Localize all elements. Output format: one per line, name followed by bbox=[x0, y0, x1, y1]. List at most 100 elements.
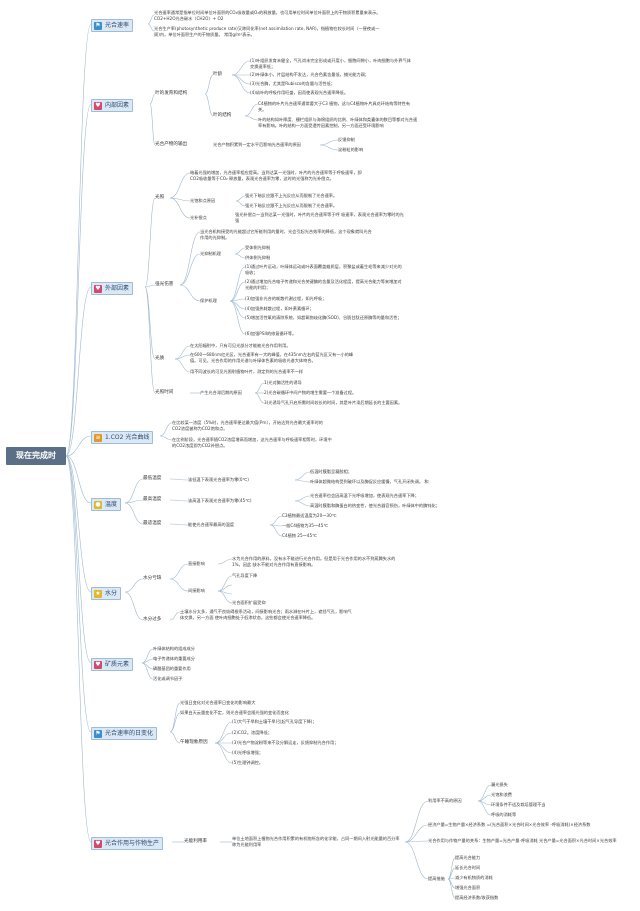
connector bbox=[234, 247, 246, 255]
heart-icon: ♥ bbox=[94, 660, 102, 669]
connector bbox=[254, 382, 265, 394]
root-connector bbox=[65, 103, 92, 457]
connector bbox=[159, 422, 173, 437]
temp-min-2: 叶绿体超微结构受到破坏以及酶促反应缓慢，气孔开闭失调。 和 bbox=[310, 479, 429, 484]
category-external[interactable]: ♥ 外部因素 bbox=[91, 282, 134, 295]
temp-max-2: 光合速率也会因高温下光呼吸增加，使表观光合速率下降； bbox=[310, 493, 419, 498]
category-label: 光合作用与作物生产 bbox=[105, 840, 160, 847]
category-label: 光合速率的日变化 bbox=[105, 730, 154, 737]
production-efficiency: 光能利用率 bbox=[184, 839, 207, 844]
output-reason-1: 反馈抑制 bbox=[338, 137, 355, 142]
mineral-4: 活化或调节因子 bbox=[153, 676, 183, 681]
connector bbox=[319, 139, 339, 146]
category-mineral[interactable]: ♥ 矿质元素 bbox=[91, 658, 134, 671]
connector bbox=[214, 742, 233, 764]
connector bbox=[149, 103, 156, 146]
flag-icon: ⚑ bbox=[94, 729, 102, 738]
heart-icon: ♥ bbox=[94, 101, 102, 110]
category-internal[interactable]: ♥ 内部因素 bbox=[91, 99, 134, 112]
rate-nar: 光合生产率(photosynthetic produce rate)又称同化率(… bbox=[154, 26, 380, 37]
category-label: 水分 bbox=[105, 590, 118, 597]
daily-nap-2: (2)CO2。浓度降低； bbox=[232, 730, 272, 735]
protect-5: (5)增加活性氧的清除系统，如超氧物歧化酶(SOD)、谷胱甘肽还原酶等的量和活性… bbox=[245, 315, 402, 320]
connector bbox=[229, 266, 246, 302]
connector bbox=[294, 500, 311, 507]
connector bbox=[214, 732, 233, 744]
internal-leaf-structure: 叶的结构 bbox=[213, 113, 232, 118]
connector bbox=[169, 478, 189, 481]
category-daily[interactable]: ⚑ 光合速率的日变化 bbox=[91, 727, 158, 740]
output-reason-2: 淀粉粒的影响 bbox=[338, 147, 364, 152]
connector bbox=[204, 93, 214, 117]
root-connector bbox=[65, 435, 92, 457]
time-1: 1)光对酶活性的诱导 bbox=[264, 380, 302, 385]
mineral-1: 叶绿体结构的组成成分 bbox=[153, 646, 195, 651]
reason-3: 环境条件不适及栽培管理不当 bbox=[491, 802, 546, 807]
water-direct: 直接影响 bbox=[188, 561, 205, 566]
time-3: 3)光诱导气孔开启所需时间较长的时间，其是叶片滞后期延长的主要因素。 bbox=[264, 400, 403, 405]
connector bbox=[244, 103, 259, 117]
heart-icon: ♥ bbox=[94, 284, 102, 293]
improve-measures: 提高措施 bbox=[428, 876, 445, 881]
measure-1: 提高光合能力 bbox=[455, 855, 481, 860]
category-temperature[interactable]: ● 温度 bbox=[91, 498, 122, 511]
leaf-structure-2: 叶的结构如叶厚度、栅栏组织与海绵组织的比例、叶绿体和类囊体的数目等都对光合速率有… bbox=[258, 117, 418, 128]
connector bbox=[404, 840, 429, 843]
daily-nap: 午睡现象原因 bbox=[180, 740, 208, 745]
category-co2[interactable]: ≡ 1.CO2 光合曲线 bbox=[91, 431, 154, 444]
connector bbox=[269, 524, 283, 537]
connector bbox=[144, 284, 156, 288]
category-production[interactable]: ♥ 光合作用与作物生产 bbox=[91, 837, 164, 850]
heart-icon: ♥ bbox=[94, 839, 102, 848]
external-light: 光照 bbox=[155, 195, 165, 200]
yield-relation: 光合作用与作物产量的关系：生物产量=光合产量-呼吸消耗 光合产量=光合面积×光合… bbox=[428, 838, 617, 843]
water-direct-note: 水为光合作用的原料，没有水不能进行光合作用。但是用于光合作用的水不到蒸腾失水的1… bbox=[232, 556, 396, 567]
water-deficit: 水分亏缺 bbox=[143, 576, 162, 581]
connector bbox=[169, 578, 189, 592]
circle-icon: ● bbox=[94, 500, 102, 509]
inhib-description: 当光合机构接受的光能超过它所能利用的量时，光会引起光合效率的降低，这个现象就叫光… bbox=[200, 229, 372, 240]
category-label: 1.CO2 光合曲线 bbox=[105, 434, 150, 441]
root-connector bbox=[65, 455, 92, 664]
co2-saturation: 在比较某一浓度（5%时，光合速率便达最大值(Pm），开始达到光合最大速率时的CO… bbox=[172, 420, 323, 431]
category-rate[interactable]: ⚑ 光合速率 bbox=[91, 19, 134, 32]
root-connector bbox=[65, 455, 92, 504]
inhib-mechanism: 光抑制机理 bbox=[200, 251, 221, 256]
temp-max-note: 该高温下表观光合速率为零(45℃) bbox=[188, 498, 252, 503]
flag-icon: ⚑ bbox=[94, 21, 102, 30]
water-excess-note: 土壤水分太多，通气不良妨碍根系活动，间接影响光合；雨水淋在叶片上，遮挡气孔，影响… bbox=[180, 609, 352, 620]
co2-compensation: 在比例阶段，光合速率随CO2浓度增高而增加，这光合速率与呼吸速率相等时，环境中的… bbox=[172, 437, 332, 448]
connector bbox=[147, 23, 155, 32]
connector bbox=[404, 824, 429, 843]
temp-max-1: 高温时膜脂和酶蛋白的热变性，使光合器官损伤，叶绿体中的酶钝化； bbox=[310, 503, 440, 508]
daily-nap-4: (4)光呼吸增强； bbox=[232, 750, 264, 755]
root-connector bbox=[65, 455, 92, 593]
external-strong-light: 强光伤害 bbox=[155, 282, 174, 287]
connector bbox=[144, 286, 156, 394]
yield-formula: 经济产量=生物产量×经济系数 =(光合面积×光合时间×光合效率 -呼吸消耗)×经… bbox=[428, 822, 591, 827]
root-node[interactable]: 现在完成时 bbox=[6, 447, 66, 465]
category-label: 内部因素 bbox=[105, 102, 130, 109]
connector bbox=[319, 144, 339, 151]
connector bbox=[144, 197, 156, 288]
connector bbox=[447, 878, 456, 899]
light-saturation: 光饱和点原因 bbox=[190, 198, 216, 203]
reason-4: 呼吸的消耗等 bbox=[491, 812, 517, 817]
category-label: 外部因素 bbox=[105, 285, 130, 292]
temp-min: 最低温度 bbox=[143, 476, 162, 481]
temp-opt-1: C3植物最适温度为20～30℃ bbox=[282, 513, 337, 518]
connector bbox=[477, 784, 492, 802]
connector bbox=[404, 841, 429, 880]
connector bbox=[149, 93, 156, 105]
connector bbox=[235, 200, 246, 207]
internal-leaf: 叶的发育和结构 bbox=[155, 91, 188, 96]
root-connector bbox=[65, 455, 92, 843]
measure-4: 增强光合面积 bbox=[455, 885, 481, 890]
connector bbox=[179, 253, 201, 286]
category-water[interactable]: ★ 水分 bbox=[91, 587, 122, 600]
inhib-mech-1: 受体侧光抑制 bbox=[245, 245, 271, 250]
connector bbox=[229, 300, 246, 319]
connector bbox=[124, 578, 144, 593]
root-connector bbox=[65, 286, 92, 457]
